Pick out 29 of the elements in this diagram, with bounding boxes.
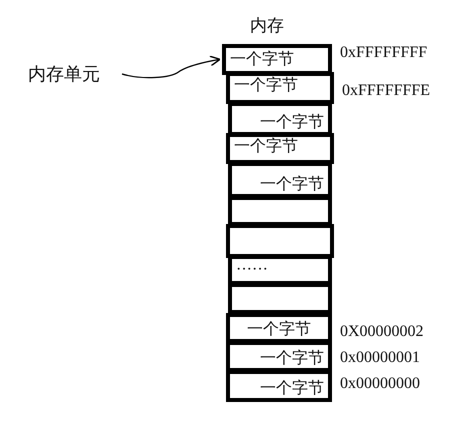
- address-label: 0X00000002: [340, 323, 424, 341]
- callout-label: 内存单元: [28, 63, 100, 86]
- cell-label: 一个字节: [260, 378, 324, 398]
- memory-cell: [226, 370, 332, 402]
- arrow: [122, 56, 221, 78]
- memory-cell: [226, 224, 334, 258]
- memory-cell: [228, 162, 332, 198]
- memory-cell: [228, 255, 332, 285]
- memory-cell: [222, 44, 332, 75]
- cell-label: 一个字节: [234, 76, 298, 96]
- memory-cell: [226, 133, 334, 164]
- cell-label: ······: [236, 260, 268, 280]
- cell-label: 一个字节: [260, 348, 324, 368]
- memory-cell: [226, 313, 332, 343]
- address-label: 0x00000001: [340, 349, 420, 367]
- memory-cell: [228, 283, 332, 314]
- cell-label: 一个字节: [230, 50, 294, 70]
- memory-cell: [226, 341, 332, 372]
- memory-heading: 内存: [250, 15, 284, 37]
- cell-label: 一个字节: [234, 137, 298, 156]
- cell-label: 一个字节: [260, 112, 324, 132]
- memory-cell: [228, 102, 332, 136]
- cell-label: 一个字节: [247, 320, 311, 339]
- address-label: 0xFFFFFFFF: [340, 44, 428, 62]
- address-label: 0x00000000: [340, 375, 420, 393]
- memory-cell: [226, 72, 334, 104]
- memory-cell: [228, 196, 332, 226]
- address-label: 0xFFFFFFFE: [342, 82, 430, 100]
- cell-label: 一个字节: [260, 174, 324, 194]
